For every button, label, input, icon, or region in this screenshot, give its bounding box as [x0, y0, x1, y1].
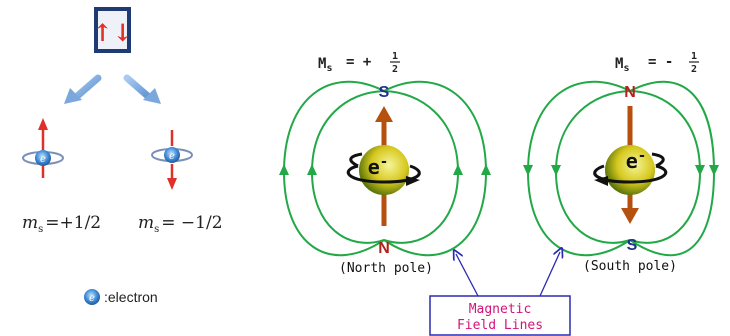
left-rotation-ring	[346, 164, 421, 184]
spin-up-ms-label: ms=+1/2	[22, 213, 101, 235]
right-field-arrowheads	[523, 165, 719, 176]
orbital-box-arrows: ↑↓	[92, 18, 132, 47]
callout-line-1: Magnetic	[469, 302, 532, 317]
svg-text:1: 1	[691, 51, 697, 62]
north-pole-caption: (North pole)	[339, 261, 433, 276]
callout-line-2: Field Lines	[457, 318, 543, 333]
right-rotation-ring	[593, 164, 668, 184]
spin-up-arrowhead	[38, 118, 48, 130]
right-bottom-pole: S	[627, 237, 638, 254]
svg-text:2: 2	[691, 64, 697, 75]
orbital-box: ↑↓	[92, 7, 133, 53]
svg-text:Ms: Ms	[318, 56, 332, 74]
left-electron-ball	[359, 145, 409, 195]
left-bottom-pole: N	[378, 240, 390, 257]
legend-text: :electron	[104, 289, 158, 305]
left-panel: ↑↓ e e ms=	[22, 7, 223, 305]
svg-text:e: e	[89, 293, 95, 304]
electron-legend: e :electron	[84, 289, 158, 305]
spin-down-ms-label: ms= −1/2	[138, 213, 223, 235]
spin-up-electron-ball	[35, 150, 51, 166]
left-ms-label: Ms = + 1 2	[318, 51, 400, 75]
callout-box	[429, 295, 571, 336]
split-arrow-left	[64, 74, 102, 104]
left-rotation-arrowhead	[406, 176, 420, 186]
left-spin-arrowhead	[375, 106, 393, 122]
spin-down-electron: e	[151, 130, 193, 190]
right-rotation-arrowhead	[594, 176, 608, 186]
orbital-box-frame	[94, 7, 131, 53]
right-ms-label: Ms = - 1 2	[615, 51, 699, 75]
callout-pointer-right	[539, 252, 560, 297]
left-field-arrowheads	[279, 164, 491, 175]
field-lines-callout: Magnetic Field Lines	[429, 295, 571, 336]
south-pole-caption: (South pole)	[583, 259, 677, 274]
spin-down-electron-ball	[164, 147, 180, 163]
spin-up-electron: e	[22, 118, 64, 178]
svg-text:= +: = +	[346, 54, 371, 70]
right-panel: Ms = + 1 2 Ms = - 1 2	[279, 51, 719, 336]
callout-pointer-left	[456, 254, 479, 297]
legend-electron-icon	[84, 289, 100, 305]
left-electron-label: e-	[368, 154, 388, 179]
svg-text:e: e	[40, 154, 46, 165]
svg-text:2: 2	[392, 64, 398, 75]
right-spin-arrowhead	[621, 208, 639, 224]
svg-text:1: 1	[392, 51, 398, 62]
left-electron: e-	[346, 106, 421, 226]
split-arrow-right	[123, 74, 161, 104]
svg-text:e: e	[169, 151, 175, 162]
svg-text:Ms: Ms	[615, 56, 629, 74]
right-top-pole: N	[624, 84, 636, 101]
spin-down-arrowhead	[167, 178, 177, 190]
svg-text:= -: = -	[648, 54, 673, 70]
right-electron-label: e-	[626, 148, 646, 173]
right-electron: e-	[593, 106, 668, 224]
left-top-pole: S	[379, 84, 390, 101]
